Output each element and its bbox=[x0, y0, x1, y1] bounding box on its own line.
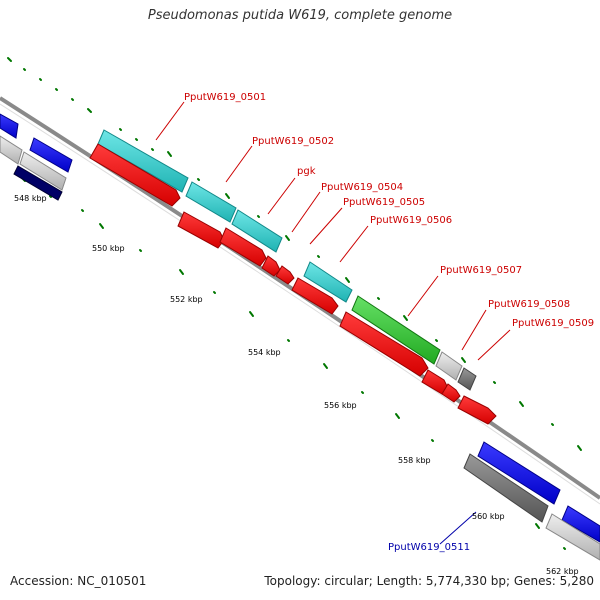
gene-label-0502[interactable]: PputW619_0502 bbox=[252, 136, 334, 147]
gene-red-0507[interactable] bbox=[339, 311, 429, 377]
gene-red-0509[interactable] bbox=[441, 383, 461, 403]
gene-PputW619-0507[interactable] bbox=[351, 295, 441, 365]
gene-grey-0511[interactable] bbox=[463, 453, 549, 523]
gene-label-0508[interactable]: PputW619_0508 bbox=[488, 299, 570, 310]
gene-PputW619-0501[interactable] bbox=[97, 129, 189, 193]
scale-label-560: 560 kbp bbox=[472, 512, 505, 521]
gene-label-0506[interactable]: PputW619_0506 bbox=[370, 215, 452, 226]
gene-red-0506[interactable] bbox=[291, 277, 339, 315]
gene-label-0511[interactable]: PputW619_0511 bbox=[388, 542, 470, 553]
gene-block-blue-left[interactable] bbox=[0, 113, 19, 139]
gene-navy-left[interactable] bbox=[13, 165, 63, 201]
gene-label-pgk[interactable]: pgk bbox=[297, 166, 316, 177]
inner-tick-ring bbox=[21, 177, 566, 550]
scale-label-548: 548 kbp bbox=[14, 194, 47, 203]
gene-label-0505[interactable]: PputW619_0505 bbox=[343, 197, 425, 208]
genome-summary-text: Topology: circular; Length: 5,774,330 bp… bbox=[264, 574, 594, 588]
gene-label-0509[interactable]: PputW619_0509 bbox=[512, 318, 594, 329]
gene-blue-right-upper[interactable] bbox=[477, 441, 561, 505]
accession-text: Accession: NC_010501 bbox=[10, 574, 147, 588]
gene-light-right[interactable] bbox=[545, 513, 600, 561]
scale-label-558: 558 kbp bbox=[398, 456, 431, 465]
scale-label-552: 552 kbp bbox=[170, 295, 203, 304]
gene-red-0505[interactable] bbox=[275, 265, 295, 285]
gene-label-0507[interactable]: PputW619_0507 bbox=[440, 265, 522, 276]
gene-block-blue-left-2[interactable] bbox=[29, 137, 73, 173]
gene-red-0510[interactable] bbox=[457, 395, 497, 425]
label-leader-lines bbox=[155, 101, 511, 545]
gene-blue-right-edge[interactable] bbox=[561, 505, 600, 543]
gene-PputW619-0508[interactable] bbox=[435, 351, 463, 381]
gene-label-0501[interactable]: PputW619_0501 bbox=[184, 92, 266, 103]
gene-PputW619-0502[interactable] bbox=[185, 181, 237, 223]
scale-label-550: 550 kbp bbox=[92, 244, 125, 253]
gene-pgk[interactable] bbox=[231, 209, 283, 253]
forward-strand-track bbox=[0, 113, 600, 543]
gene-PputW619-0509[interactable] bbox=[457, 367, 477, 391]
gene-label-0504[interactable]: PputW619_0504 bbox=[321, 182, 403, 193]
gene-labels: PputW619_0501 PputW619_0502 pgk PputW619… bbox=[184, 92, 594, 553]
gene-PputW619-0506[interactable] bbox=[303, 261, 353, 303]
map-title: Pseudomonas putida W619, complete genome bbox=[147, 8, 453, 23]
scale-labels: 548 kbp 550 kbp 552 kbp 554 kbp 556 kbp … bbox=[14, 194, 579, 576]
scale-label-556: 556 kbp bbox=[324, 401, 357, 410]
gene-red-0502[interactable] bbox=[177, 211, 225, 249]
gene-light-left[interactable] bbox=[19, 151, 67, 191]
gene-red-0504[interactable] bbox=[261, 255, 281, 277]
reverse-strand-track bbox=[0, 135, 600, 561]
scale-label-562: 562 kbp bbox=[546, 567, 579, 576]
outer-tick-ring bbox=[7, 57, 582, 451]
scale-label-554: 554 kbp bbox=[248, 348, 281, 357]
gene-red-0501[interactable] bbox=[89, 143, 181, 207]
gene-grey-left[interactable] bbox=[0, 135, 23, 165]
gene-red-pgk[interactable] bbox=[219, 227, 267, 267]
